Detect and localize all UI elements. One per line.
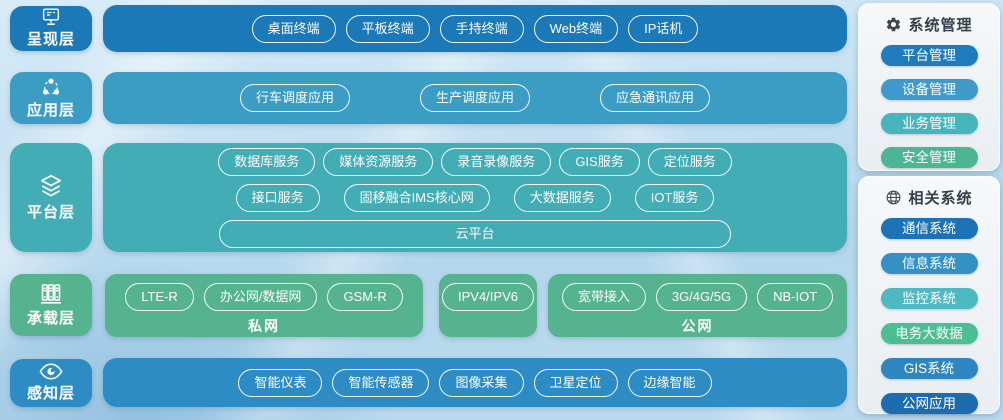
pill: 固移融合IMS核心网 (343, 183, 490, 212)
panel-item: 信息系统 (880, 253, 978, 274)
panel-item: 监控系统 (880, 288, 978, 309)
panel-item: 平台管理 (880, 45, 978, 66)
pill: GIS服务 (559, 147, 640, 176)
application-pills: 行车调度应用 生产调度应用 应急通讯应用 (239, 84, 711, 112)
sensing-band: 智能仪表智能传感器图像采集卫星定位边缘智能 (103, 358, 847, 407)
pill: 智能传感器 (332, 368, 430, 397)
pill: 定位服务 (647, 147, 732, 176)
presentation-band: 桌面终端平板终端手持终端 Web终端 IP话机 (103, 5, 847, 52)
share-icon (42, 77, 60, 95)
layer-label-application: 应用层 (10, 72, 92, 124)
cloud-platform-pill: 云平台 (219, 219, 731, 248)
group-label: 私网 (248, 318, 280, 334)
pill: 大数据服务 (513, 183, 611, 212)
panel-title: 相关系统 (908, 190, 973, 207)
monitor-icon (42, 8, 60, 26)
related-systems-items: 通信系统信息系统监控系统电务大数据 GIS系统公网应用 (880, 218, 978, 414)
public-network-pills: 宽带接入 3G/4G/5G NB-IOT (561, 283, 834, 311)
panel-item: 设备管理 (880, 79, 978, 100)
pill: 桌面终端 (251, 14, 336, 43)
pill: 应急通讯应用 (600, 84, 711, 112)
pill: 数据库服务 (218, 147, 316, 176)
terminal-pills: 桌面终端平板终端手持终端 Web终端 IP话机 (251, 14, 699, 43)
panel-title: 系统管理 (908, 17, 973, 34)
ip-protocol-group: IPV4/IPV6 (439, 274, 537, 337)
layer-label-platform: 平台层 (10, 143, 92, 252)
private-network-group: LTE-R 办公网/数据网 GSM-R 私网 (105, 274, 423, 337)
gear-icon (887, 17, 901, 32)
pill: 卫星定位 (533, 368, 618, 397)
platform-pills-row2: 接口服务固移融合IMS核心网大数据服务 IOT服务 (235, 183, 715, 212)
pill: GSM-R (327, 283, 403, 311)
related-systems-panel: 相关系统 通信系统信息系统监控系统电务大数据 GIS系统公网应用 (858, 176, 1000, 414)
pill: NB-IOT (757, 283, 834, 311)
system-management-items: 平台管理设备管理业务管理安全管理 (880, 45, 978, 168)
panel-header: 相关系统 (885, 187, 972, 208)
system-management-panel: 系统管理 平台管理设备管理业务管理安全管理 (858, 3, 1000, 171)
pill: 智能仪表 (238, 368, 323, 397)
panel-item: 安全管理 (880, 147, 978, 168)
pill: 录音录像服务 (441, 147, 552, 176)
bearer-band: LTE-R 办公网/数据网 GSM-R 私网 IPV4/IPV6 宽带接入 3G/4G… (103, 274, 847, 337)
layer-label-text: 平台层 (26, 204, 75, 221)
pill: 平板终端 (345, 14, 430, 43)
pill: LTE-R (125, 283, 194, 311)
layer-label-text: 承载层 (26, 309, 75, 327)
panel-item: 公网应用 (880, 393, 978, 414)
application-band: 行车调度应用 生产调度应用 应急通讯应用 (103, 72, 847, 124)
panel-item: GIS系统 (880, 358, 978, 379)
private-network-pills: LTE-R 办公网/数据网 GSM-R (125, 283, 403, 311)
pill: 接口服务 (235, 183, 320, 212)
pill: IPV4/IPV6 (442, 283, 534, 311)
pill: 生产调度应用 (419, 84, 530, 112)
pill: 媒体资源服务 (323, 147, 434, 176)
pill: IP话机 (628, 14, 699, 43)
panel-item: 电务大数据 (880, 323, 978, 344)
layer-label-text: 感知层 (26, 385, 75, 402)
pill: 手持终端 (439, 14, 524, 43)
public-network-group: 宽带接入 3G/4G/5G NB-IOT 公网 (548, 274, 847, 337)
globe-icon (887, 190, 901, 205)
layer-label-presentation: 呈现层 (10, 6, 92, 51)
eye-icon (39, 363, 63, 380)
pill: Web终端 (533, 14, 619, 43)
pill: 办公网/数据网 (203, 283, 318, 311)
layer-label-text: 呈现层 (26, 31, 75, 48)
layer-label-sensing: 感知层 (10, 359, 92, 407)
layers-icon (40, 174, 62, 197)
pill: 宽带接入 (561, 283, 646, 311)
pill: IOT服务 (634, 183, 715, 212)
layer-label-text: 应用层 (26, 101, 75, 119)
pill: 行车调度应用 (239, 84, 350, 112)
rack-icon (41, 283, 61, 304)
pill: 3G/4G/5G (655, 283, 748, 311)
pill: 图像采集 (439, 368, 524, 397)
panel-item: 通信系统 (880, 218, 978, 239)
group-label: 公网 (681, 318, 714, 334)
sensing-pills: 智能仪表智能传感器图像采集卫星定位边缘智能 (238, 368, 712, 397)
panel-item: 业务管理 (880, 113, 978, 134)
layer-label-bearer: 承载层 (10, 274, 92, 336)
ip-protocol-pills: IPV4/IPV6 (442, 283, 534, 311)
panel-header: 系统管理 (885, 14, 972, 35)
pill: 边缘智能 (627, 368, 712, 397)
